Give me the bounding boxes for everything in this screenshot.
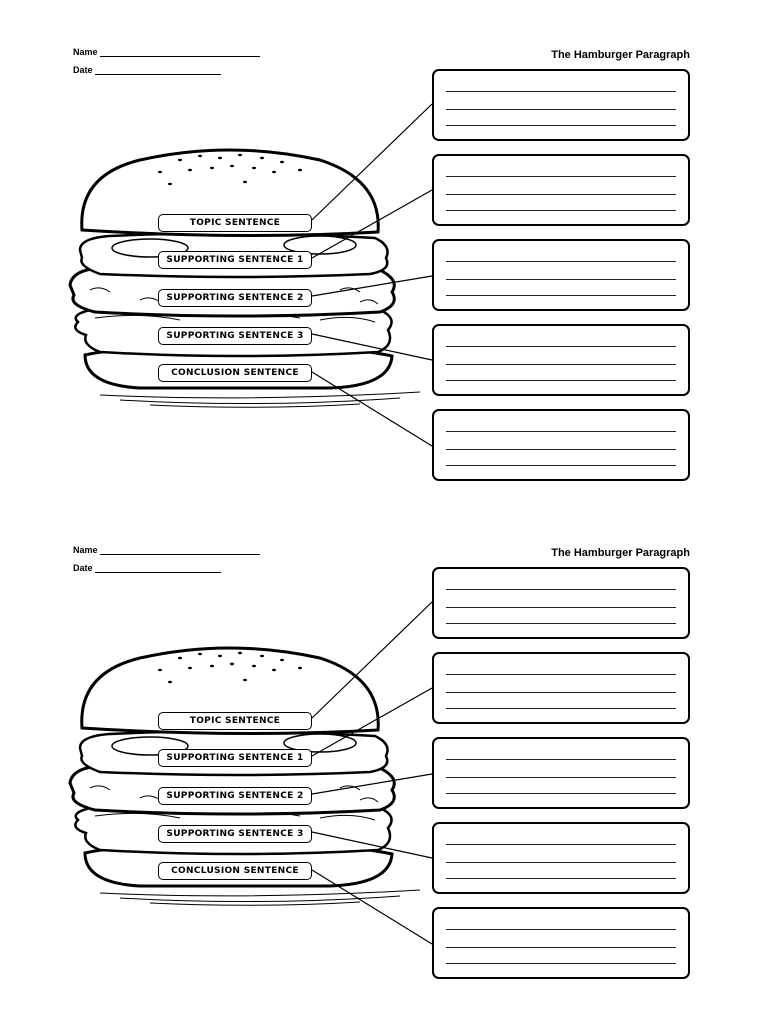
- date-blank-line[interactable]: [94, 563, 221, 573]
- sesame-seeds: [158, 153, 302, 186]
- worksheet-title: The Hamburger Paragraph: [551, 547, 690, 559]
- date-label: Date: [73, 563, 93, 573]
- conclusion-answer-box[interactable]: [432, 907, 690, 979]
- topic-sentence-label: TOPIC SENTENCE: [158, 214, 312, 232]
- sesame-seeds: [158, 651, 302, 684]
- supporting-sentence-1-label: SUPPORTING SENTENCE 1: [158, 251, 312, 269]
- connector-lines: [311, 103, 433, 447]
- supporting-sentence-3-label: SUPPORTING SENTENCE 3: [158, 327, 312, 345]
- support2-answer-box[interactable]: [432, 737, 690, 809]
- supporting-sentence-2-label: SUPPORTING SENTENCE 2: [158, 289, 312, 307]
- conclusion-sentence-label: CONCLUSION SENTENCE: [158, 364, 312, 382]
- name-blank-line[interactable]: [99, 545, 260, 555]
- date-field: Date: [73, 563, 221, 573]
- support1-answer-box[interactable]: [432, 154, 690, 226]
- support3-answer-box[interactable]: [432, 324, 690, 396]
- support3-answer-box[interactable]: [432, 822, 690, 894]
- worksheet-title: The Hamburger Paragraph: [551, 49, 690, 61]
- conclusion-sentence-label: CONCLUSION SENTENCE: [158, 862, 312, 880]
- shadow-hatching: [99, 889, 421, 906]
- date-blank-line[interactable]: [94, 65, 221, 75]
- supporting-sentence-1-label: SUPPORTING SENTENCE 1: [158, 749, 312, 767]
- name-label: Name: [73, 47, 98, 57]
- topic-answer-box[interactable]: [432, 69, 690, 141]
- supporting-sentence-3-label: SUPPORTING SENTENCE 3: [158, 825, 312, 843]
- date-label: Date: [73, 65, 93, 75]
- date-field: Date: [73, 65, 221, 75]
- worksheet-top: Name Date The Hamburger Paragraph: [0, 0, 768, 498]
- worksheet-bottom: Name Date The Hamburger Paragraph: [0, 498, 768, 996]
- conclusion-answer-box[interactable]: [432, 409, 690, 481]
- support1-answer-box[interactable]: [432, 652, 690, 724]
- topic-sentence-label: TOPIC SENTENCE: [158, 712, 312, 730]
- name-label: Name: [73, 545, 98, 555]
- connector-lines: [311, 601, 433, 945]
- name-field: Name: [73, 545, 260, 555]
- topic-answer-box[interactable]: [432, 567, 690, 639]
- name-blank-line[interactable]: [99, 47, 260, 57]
- shadow-hatching: [99, 391, 421, 408]
- supporting-sentence-2-label: SUPPORTING SENTENCE 2: [158, 787, 312, 805]
- name-field: Name: [73, 47, 260, 57]
- support2-answer-box[interactable]: [432, 239, 690, 311]
